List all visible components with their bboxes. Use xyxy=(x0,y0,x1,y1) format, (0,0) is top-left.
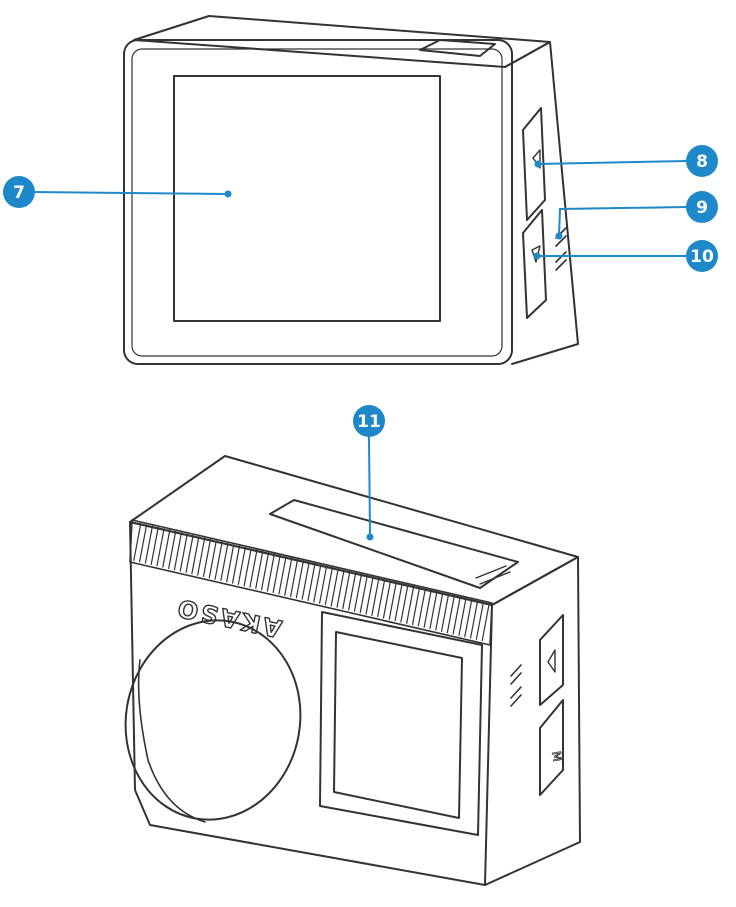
vent-stripe xyxy=(349,573,356,610)
front-camera-body xyxy=(130,522,492,885)
vent-stripe xyxy=(395,584,402,621)
vent-stripe xyxy=(343,572,350,609)
vent-stripe xyxy=(418,589,425,626)
vent-stripe xyxy=(442,594,449,631)
vent-stripe xyxy=(331,569,338,606)
callout-badge-8: 8 xyxy=(686,145,718,177)
rear-camera-top-face xyxy=(134,16,550,67)
vent-stripe xyxy=(198,538,205,575)
front-side-speaker-slot xyxy=(511,665,521,706)
vent-stripe xyxy=(250,550,257,587)
callout-dot-10 xyxy=(534,253,541,260)
battery-door-grip xyxy=(476,566,510,584)
callout-badge-11: 11 xyxy=(353,405,385,437)
callout-dot-9 xyxy=(556,233,563,240)
vent-stripe xyxy=(407,586,414,623)
vent-stripe xyxy=(174,533,181,570)
vent-stripe xyxy=(413,588,420,625)
rear-camera-body xyxy=(124,40,512,364)
vent-stripe xyxy=(447,596,454,633)
vent-stripe xyxy=(215,542,222,579)
vent-stripe xyxy=(401,585,408,622)
rear-view-camera xyxy=(124,16,578,364)
front-side-up-icon xyxy=(548,650,555,672)
vent-stripe xyxy=(180,534,187,571)
vent-stripe xyxy=(459,598,466,635)
vent-stripe xyxy=(203,539,210,576)
vent-stripe xyxy=(244,549,251,586)
vent-stripe xyxy=(308,564,315,601)
front-view-camera: AKASO M xyxy=(110,456,580,885)
vent-stripe xyxy=(296,561,303,598)
callout-badge-10: 10 xyxy=(686,240,718,272)
vent-stripe xyxy=(424,590,431,627)
rear-camera-bezel xyxy=(132,49,502,356)
vent-stripe xyxy=(337,570,344,607)
vent-stripe xyxy=(134,523,141,560)
vent-stripe xyxy=(157,529,164,566)
vent-stripe xyxy=(320,566,327,603)
vent-stripe xyxy=(366,577,373,614)
vent-stripe xyxy=(465,600,472,637)
front-side-mode-button xyxy=(540,700,563,795)
svg-text:9: 9 xyxy=(696,198,708,218)
vent-stripe xyxy=(291,559,298,596)
svg-text:7: 7 xyxy=(13,183,25,203)
vent-stripe xyxy=(238,547,245,584)
callout-badge-7: 7 xyxy=(3,176,35,208)
vent-stripe xyxy=(256,551,263,588)
vent-stripe xyxy=(383,581,390,618)
vent-stripe xyxy=(221,543,228,580)
vent-stripe xyxy=(169,531,176,568)
vent-stripe xyxy=(273,555,280,592)
vent-stripe xyxy=(314,565,321,602)
front-camera-side-face xyxy=(485,557,580,885)
vent-stripe xyxy=(372,578,379,615)
vent-stripe xyxy=(186,535,193,572)
callout-dot-8 xyxy=(535,161,542,168)
svg-text:11: 11 xyxy=(357,412,381,432)
vent-stripe xyxy=(378,580,385,617)
lens-cap xyxy=(110,606,316,833)
vent-stripe xyxy=(453,597,460,634)
vent-stripe xyxy=(430,592,437,629)
vent-stripe xyxy=(267,554,274,591)
vent-stripe xyxy=(389,582,396,619)
svg-text:8: 8 xyxy=(696,152,708,172)
vent-stripe xyxy=(145,526,152,563)
vent-stripe xyxy=(354,574,361,611)
callout-line-9 xyxy=(559,207,687,236)
vent-stripe xyxy=(151,527,158,564)
front-screen xyxy=(334,632,462,818)
callout-line-7 xyxy=(32,192,228,194)
callout-dot-11 xyxy=(367,534,374,541)
callout-lines xyxy=(32,161,687,537)
vent-stripe xyxy=(262,553,269,590)
svg-text:10: 10 xyxy=(690,247,714,267)
vent-stripe xyxy=(233,546,240,583)
vent-stripe xyxy=(471,601,478,638)
vent-stripe xyxy=(325,568,332,605)
callout-dot-7 xyxy=(225,191,232,198)
vent-stripe xyxy=(279,557,286,594)
vent-stripe xyxy=(285,558,292,595)
vent-stripe xyxy=(360,576,367,613)
callout-badge-9: 9 xyxy=(686,191,718,223)
vent-stripe xyxy=(476,602,483,639)
vent-stripe xyxy=(192,537,199,574)
front-side-up-button xyxy=(540,615,563,705)
vent-stripe xyxy=(163,530,170,567)
rear-touch-screen xyxy=(174,76,440,321)
brand-logo: AKASO xyxy=(172,593,284,643)
side-down-button xyxy=(523,210,546,318)
vent-stripe xyxy=(209,541,216,578)
rear-camera-top-button xyxy=(420,40,495,56)
callout-line-11 xyxy=(369,437,370,537)
vent-stripe xyxy=(140,525,147,562)
vent-stripe xyxy=(227,545,234,582)
vent-stripe xyxy=(436,593,443,630)
vent-stripe xyxy=(482,604,489,641)
vent-stripe xyxy=(302,562,309,599)
